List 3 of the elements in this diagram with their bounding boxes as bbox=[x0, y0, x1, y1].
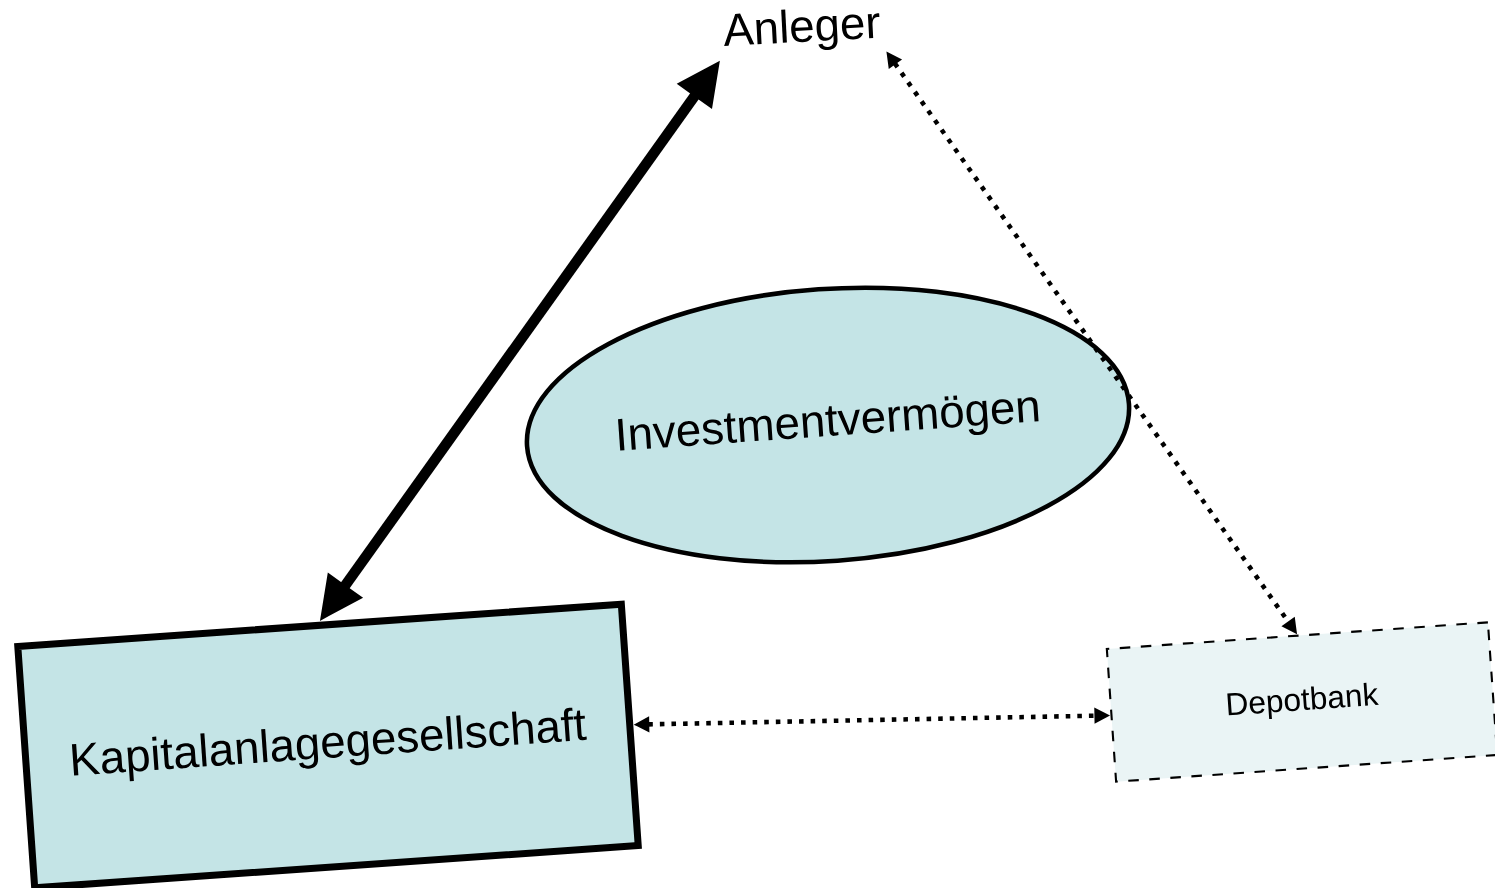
label-text: Anleger bbox=[724, 9, 880, 50]
process-box: Kapitalanlagegesellschaft bbox=[14, 600, 642, 888]
process-box: Depotbank bbox=[1105, 621, 1495, 783]
